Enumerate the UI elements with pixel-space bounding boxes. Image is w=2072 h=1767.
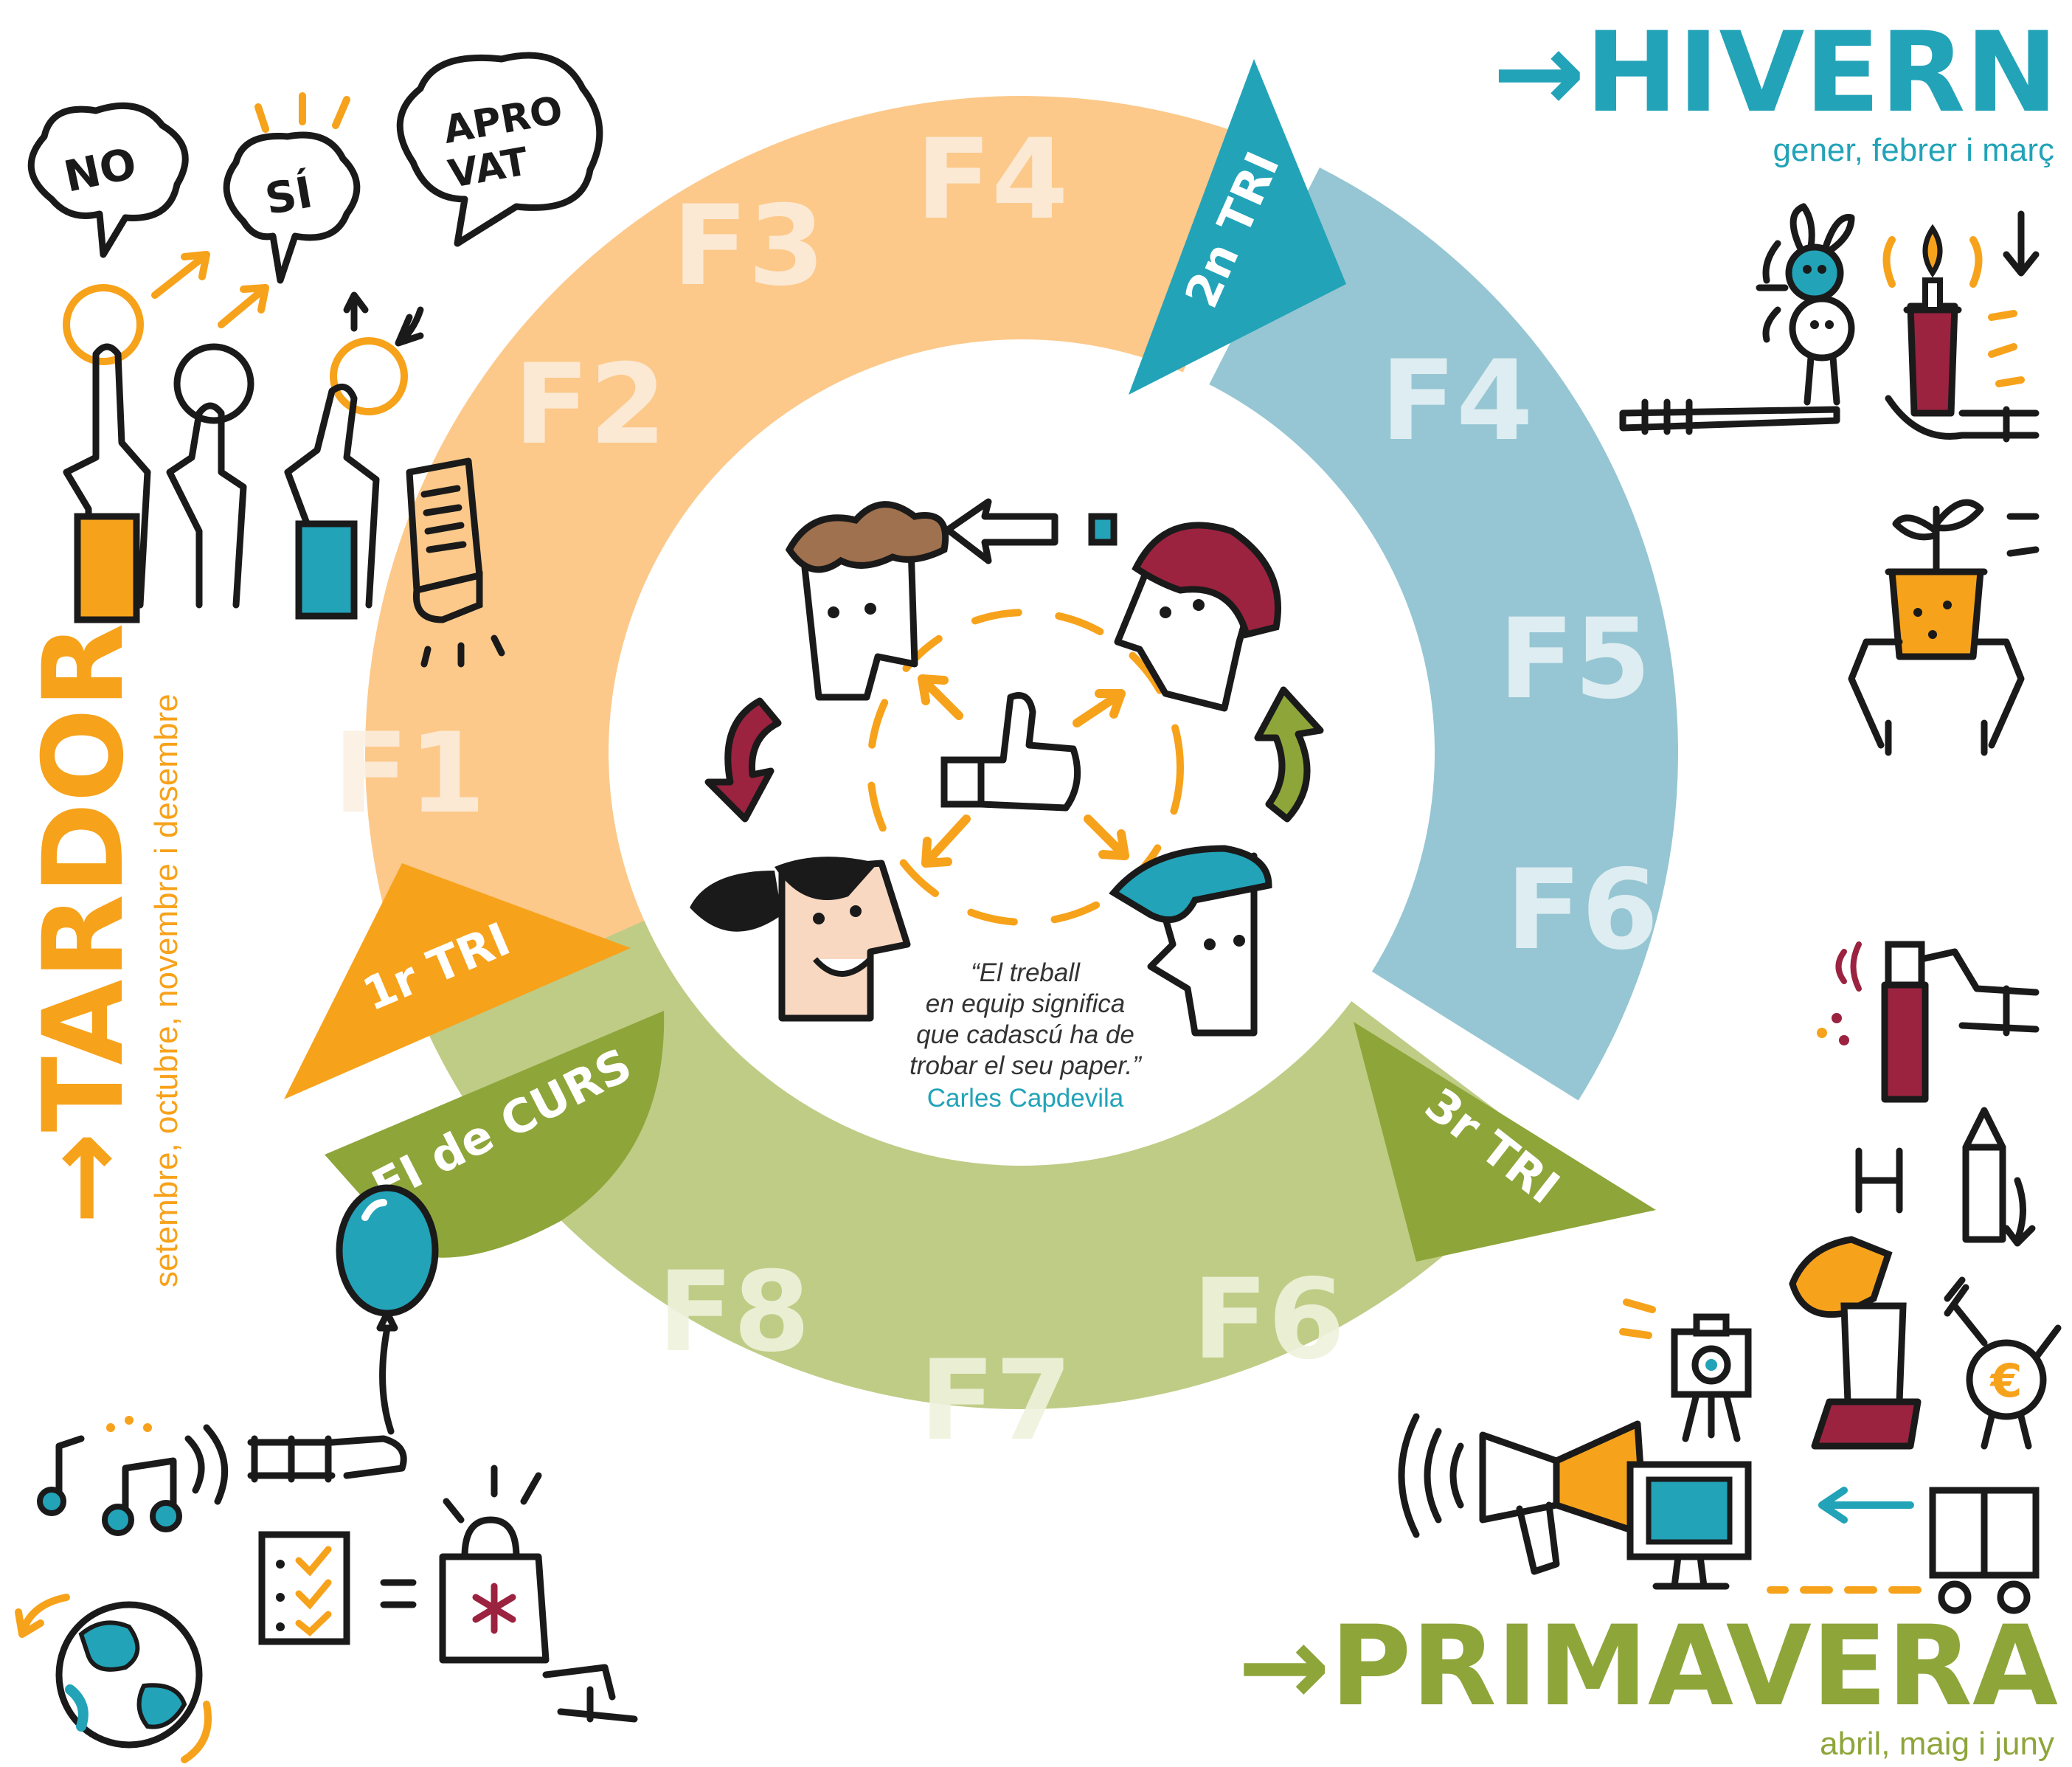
megaphone-icon xyxy=(1398,1413,1649,1575)
globe-icon xyxy=(15,1594,212,1763)
voting-hands-icon xyxy=(63,92,424,623)
quote-author: Carles Capdevila xyxy=(927,1084,1124,1113)
speech-bubble-no: NO xyxy=(27,102,189,258)
pencil-icon xyxy=(1962,1107,2036,1247)
season-months-autumn: setembre, octubre, novembre i desembre xyxy=(148,694,184,1287)
quote-line-4: trobar el seu paper.” xyxy=(909,1051,1142,1080)
phase-autumn-3: F3 xyxy=(673,182,825,311)
phase-spring-6: F6 xyxy=(1193,1256,1345,1384)
phase-spring-7: F7 xyxy=(920,1337,1073,1465)
season-title-autumn: →TARDOR xyxy=(20,623,148,1225)
speech-text-si: SÍ xyxy=(261,166,316,224)
hand-holding-icon xyxy=(247,1435,407,1483)
phase-winter-6: F6 xyxy=(1506,846,1659,975)
cycle-ring xyxy=(364,95,1678,1410)
ring-segment-spring xyxy=(421,920,1546,1410)
euro-coin-icon: € xyxy=(1944,1276,2062,1450)
speech-bubble-si: SÍ xyxy=(223,131,361,284)
quote-line-2: en equip significa xyxy=(926,989,1125,1018)
season-title-spring: →PRIMAVERA xyxy=(1238,1602,2058,1731)
candle-icon xyxy=(1882,210,2040,443)
team-faces-thumbs-up-icon xyxy=(690,498,1324,1037)
balloon-icon xyxy=(336,1184,439,1435)
quote-block: “El treball en equip significa que cadas… xyxy=(909,958,1142,1113)
ring-segment-autumn xyxy=(364,95,1278,1110)
phase-winter-4: F4 xyxy=(1381,337,1534,466)
phase-winter-5: F5 xyxy=(1499,595,1652,724)
shopping-bag-icon xyxy=(439,1465,638,1723)
phase-autumn-1: F1 xyxy=(333,710,486,838)
season-title-winter: →HIVERN xyxy=(1492,9,2058,137)
ring-segment-winter xyxy=(1209,167,1678,1101)
phase-autumn-2: F2 xyxy=(514,341,667,469)
hand-glass-icon xyxy=(1789,1147,1922,1450)
camera-icon xyxy=(1619,1299,1752,1442)
speech-bubble-aprovat: APRO VAT xyxy=(396,52,603,247)
monitor-icon xyxy=(1626,1461,1752,1590)
phase-labels: F1 F2 F3 F4 xyxy=(333,116,1069,838)
speech-text-no: NO xyxy=(60,138,141,202)
quote-line-1: “El treball xyxy=(971,958,1081,987)
svg-text:€: € xyxy=(1989,1354,2022,1408)
phase-labels-winter: F4 F5 F6 xyxy=(1381,337,1659,975)
term-flag-1: 1r TRI xyxy=(284,863,631,1099)
season-months-spring: abril, maig i juny xyxy=(1820,1726,2054,1762)
spray-can-icon xyxy=(1817,941,2040,1103)
scroll-icon xyxy=(406,457,505,668)
plant-pot-icon xyxy=(1848,499,2040,756)
phase-labels-spring: F6 F7 F8 xyxy=(658,1248,1345,1465)
phase-autumn-4: F4 xyxy=(916,116,1069,244)
phase-spring-8: F8 xyxy=(658,1248,811,1377)
music-notes-icon xyxy=(37,1416,229,1536)
quote-line-3: que cadascú ha de xyxy=(916,1020,1134,1049)
cart-icon xyxy=(1767,1487,2040,1614)
checklist-icon xyxy=(258,1531,417,1645)
bunny-figure-icon xyxy=(1619,203,1855,435)
season-months-winter: gener, febrer i març xyxy=(1773,132,2055,168)
